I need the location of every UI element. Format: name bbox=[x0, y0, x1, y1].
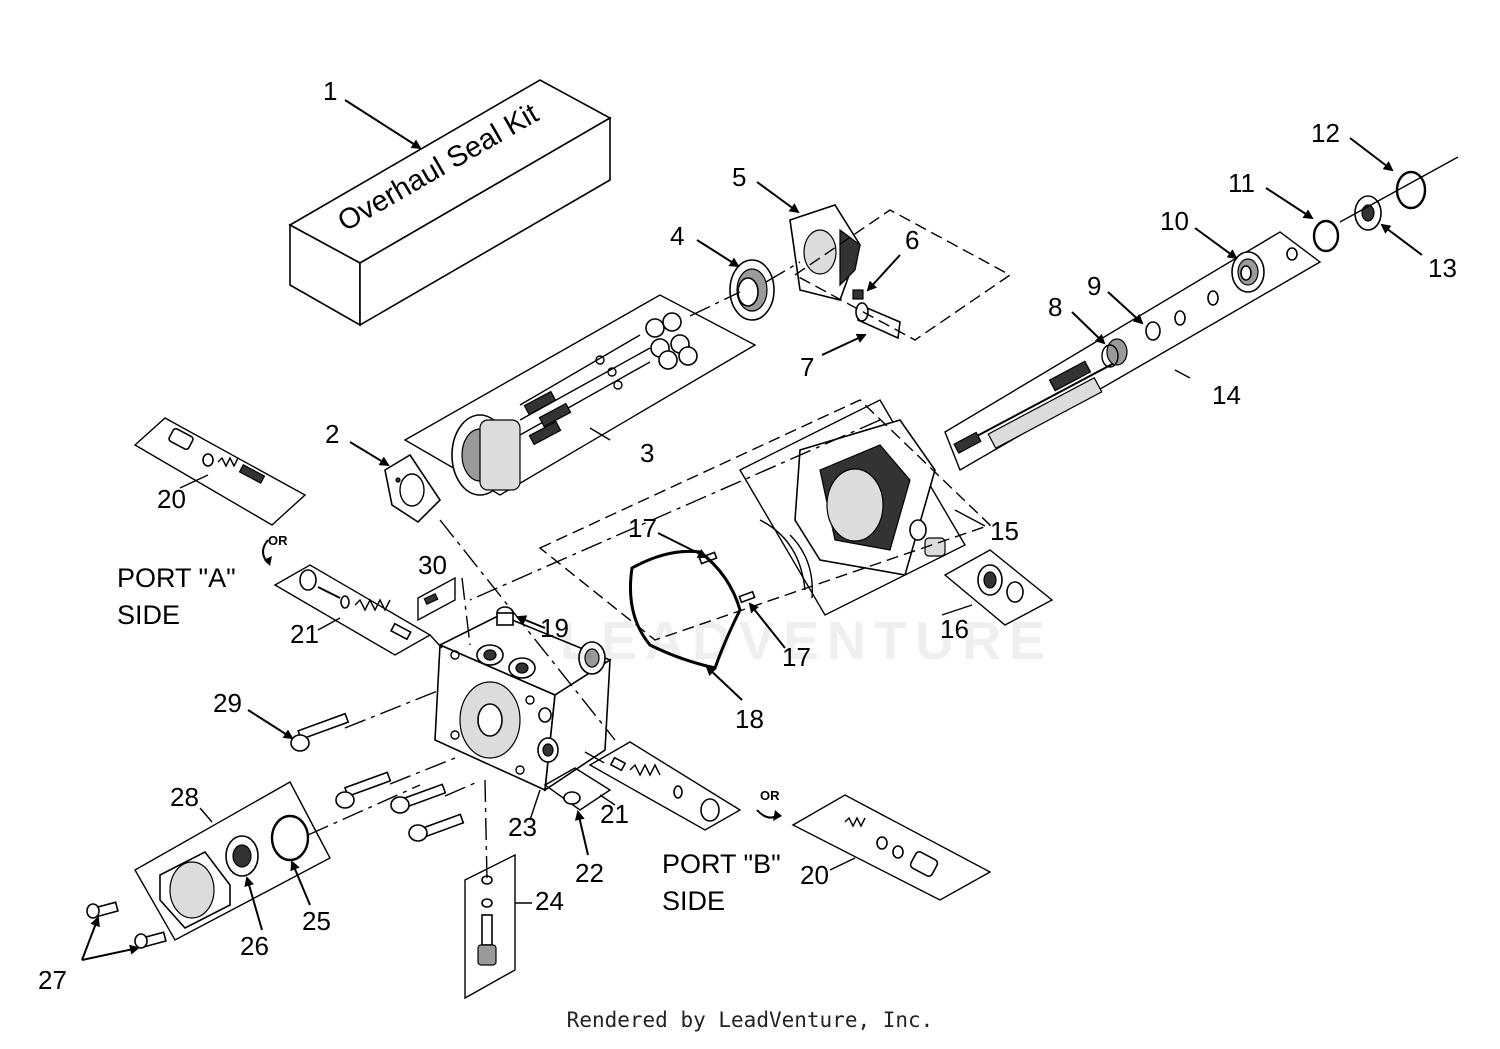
callout-15: 15 bbox=[990, 516, 1019, 546]
callout-5: 5 bbox=[732, 162, 746, 192]
callout-1: 1 bbox=[323, 76, 337, 106]
part-7-trunnion-shaft[interactable] bbox=[855, 302, 901, 340]
part-22-plug[interactable] bbox=[543, 767, 612, 811]
callout-27: 27 bbox=[38, 965, 67, 995]
seal-kit-box[interactable]: Overhaul Seal Kit bbox=[288, 79, 612, 327]
leader-lines bbox=[179, 369, 1191, 904]
callout-20-upper: 20 bbox=[157, 484, 186, 514]
callout-10: 10 bbox=[1160, 206, 1189, 236]
part-8-spring[interactable] bbox=[1101, 338, 1128, 368]
callout-29: 29 bbox=[213, 688, 242, 718]
part-14-shaft-assembly[interactable] bbox=[944, 231, 1322, 472]
part-2-plate[interactable] bbox=[384, 453, 442, 524]
callout-2: 2 bbox=[325, 419, 339, 449]
port-b-line1: PORT "B" bbox=[662, 849, 781, 879]
part-3-cylinder-assembly[interactable] bbox=[403, 294, 757, 496]
callout-labels: 1 2 3 4 5 6 7 8 9 10 11 12 13 14 15 16 1… bbox=[38, 76, 1457, 995]
part-29-bolt[interactable] bbox=[290, 712, 350, 752]
callout-3: 3 bbox=[640, 438, 654, 468]
or-label-b: OR bbox=[760, 788, 780, 803]
part-4-bearing[interactable] bbox=[729, 259, 775, 321]
part-21-relief-valve-lower[interactable] bbox=[588, 741, 742, 831]
part-6-key[interactable] bbox=[852, 289, 864, 300]
part-27-screws[interactable] bbox=[86, 901, 167, 949]
callout-16: 16 bbox=[940, 614, 969, 644]
port-b-line2: SIDE bbox=[662, 886, 725, 916]
callout-20-lower: 20 bbox=[800, 860, 829, 890]
footer-credit: Rendered by LeadVenture, Inc. bbox=[566, 1008, 934, 1032]
part-15-housing[interactable] bbox=[739, 399, 966, 616]
callout-21-upper: 21 bbox=[290, 619, 319, 649]
gasket-group-outline bbox=[538, 399, 992, 641]
center-section[interactable] bbox=[434, 614, 612, 792]
callout-17-lower: 17 bbox=[782, 642, 811, 672]
callout-7: 7 bbox=[800, 352, 814, 382]
port-b-label: PORT "B" SIDE bbox=[662, 849, 781, 916]
part-20-valve-kit-b[interactable] bbox=[791, 794, 992, 901]
watermark: LEADVENTURE bbox=[560, 611, 1054, 671]
or-indicator-b: OR bbox=[756, 788, 782, 821]
callout-12: 12 bbox=[1311, 118, 1340, 148]
part-10-bearing[interactable] bbox=[1231, 247, 1298, 293]
callout-24: 24 bbox=[535, 886, 564, 916]
part-30-check-valve[interactable] bbox=[417, 576, 456, 622]
part-19-plug[interactable] bbox=[496, 606, 514, 626]
part-28-charge-pump[interactable] bbox=[134, 781, 331, 941]
part-5-swashplate[interactable] bbox=[789, 204, 861, 301]
callout-18: 18 bbox=[735, 704, 764, 734]
callout-23: 23 bbox=[508, 812, 537, 842]
part-25-o-ring[interactable] bbox=[270, 814, 310, 862]
callout-8: 8 bbox=[1048, 292, 1062, 322]
part-17-pin-lower[interactable] bbox=[738, 590, 756, 604]
part-23-bolts[interactable] bbox=[335, 771, 465, 842]
leader-arrows bbox=[81, 99, 1423, 961]
callout-21-lower: 21 bbox=[600, 799, 629, 829]
callout-9: 9 bbox=[1087, 271, 1101, 301]
callout-11: 11 bbox=[1228, 168, 1255, 198]
callout-13: 13 bbox=[1428, 253, 1457, 283]
needle-bearing[interactable] bbox=[578, 641, 606, 675]
callout-28: 28 bbox=[170, 782, 199, 812]
port-a-line2: SIDE bbox=[117, 600, 180, 630]
callout-6: 6 bbox=[905, 225, 919, 255]
part-24-bypass-valve[interactable] bbox=[464, 853, 516, 1000]
assembly-axis-lines bbox=[307, 261, 881, 881]
callout-4: 4 bbox=[670, 221, 684, 251]
callout-25: 25 bbox=[302, 906, 331, 936]
callout-26: 26 bbox=[240, 931, 269, 961]
port-a-label: PORT "A" SIDE bbox=[117, 563, 236, 630]
shaft-axis-line bbox=[1339, 156, 1459, 223]
callout-22: 22 bbox=[575, 858, 604, 888]
or-indicator-a: OR bbox=[262, 533, 288, 566]
part-9-ring[interactable] bbox=[1145, 290, 1219, 341]
or-label-a: OR bbox=[268, 533, 288, 548]
port-a-line1: PORT "A" bbox=[117, 563, 236, 593]
callout-19: 19 bbox=[540, 613, 569, 643]
callout-14: 14 bbox=[1212, 380, 1241, 410]
callout-17-upper: 17 bbox=[628, 513, 657, 543]
part-20-valve-kit-a[interactable] bbox=[133, 417, 307, 526]
part-26-gerotor[interactable] bbox=[225, 835, 259, 877]
part-5-7-group-outline bbox=[793, 209, 1012, 341]
part-11-o-ring[interactable] bbox=[1312, 219, 1340, 253]
callout-30: 30 bbox=[418, 550, 447, 580]
